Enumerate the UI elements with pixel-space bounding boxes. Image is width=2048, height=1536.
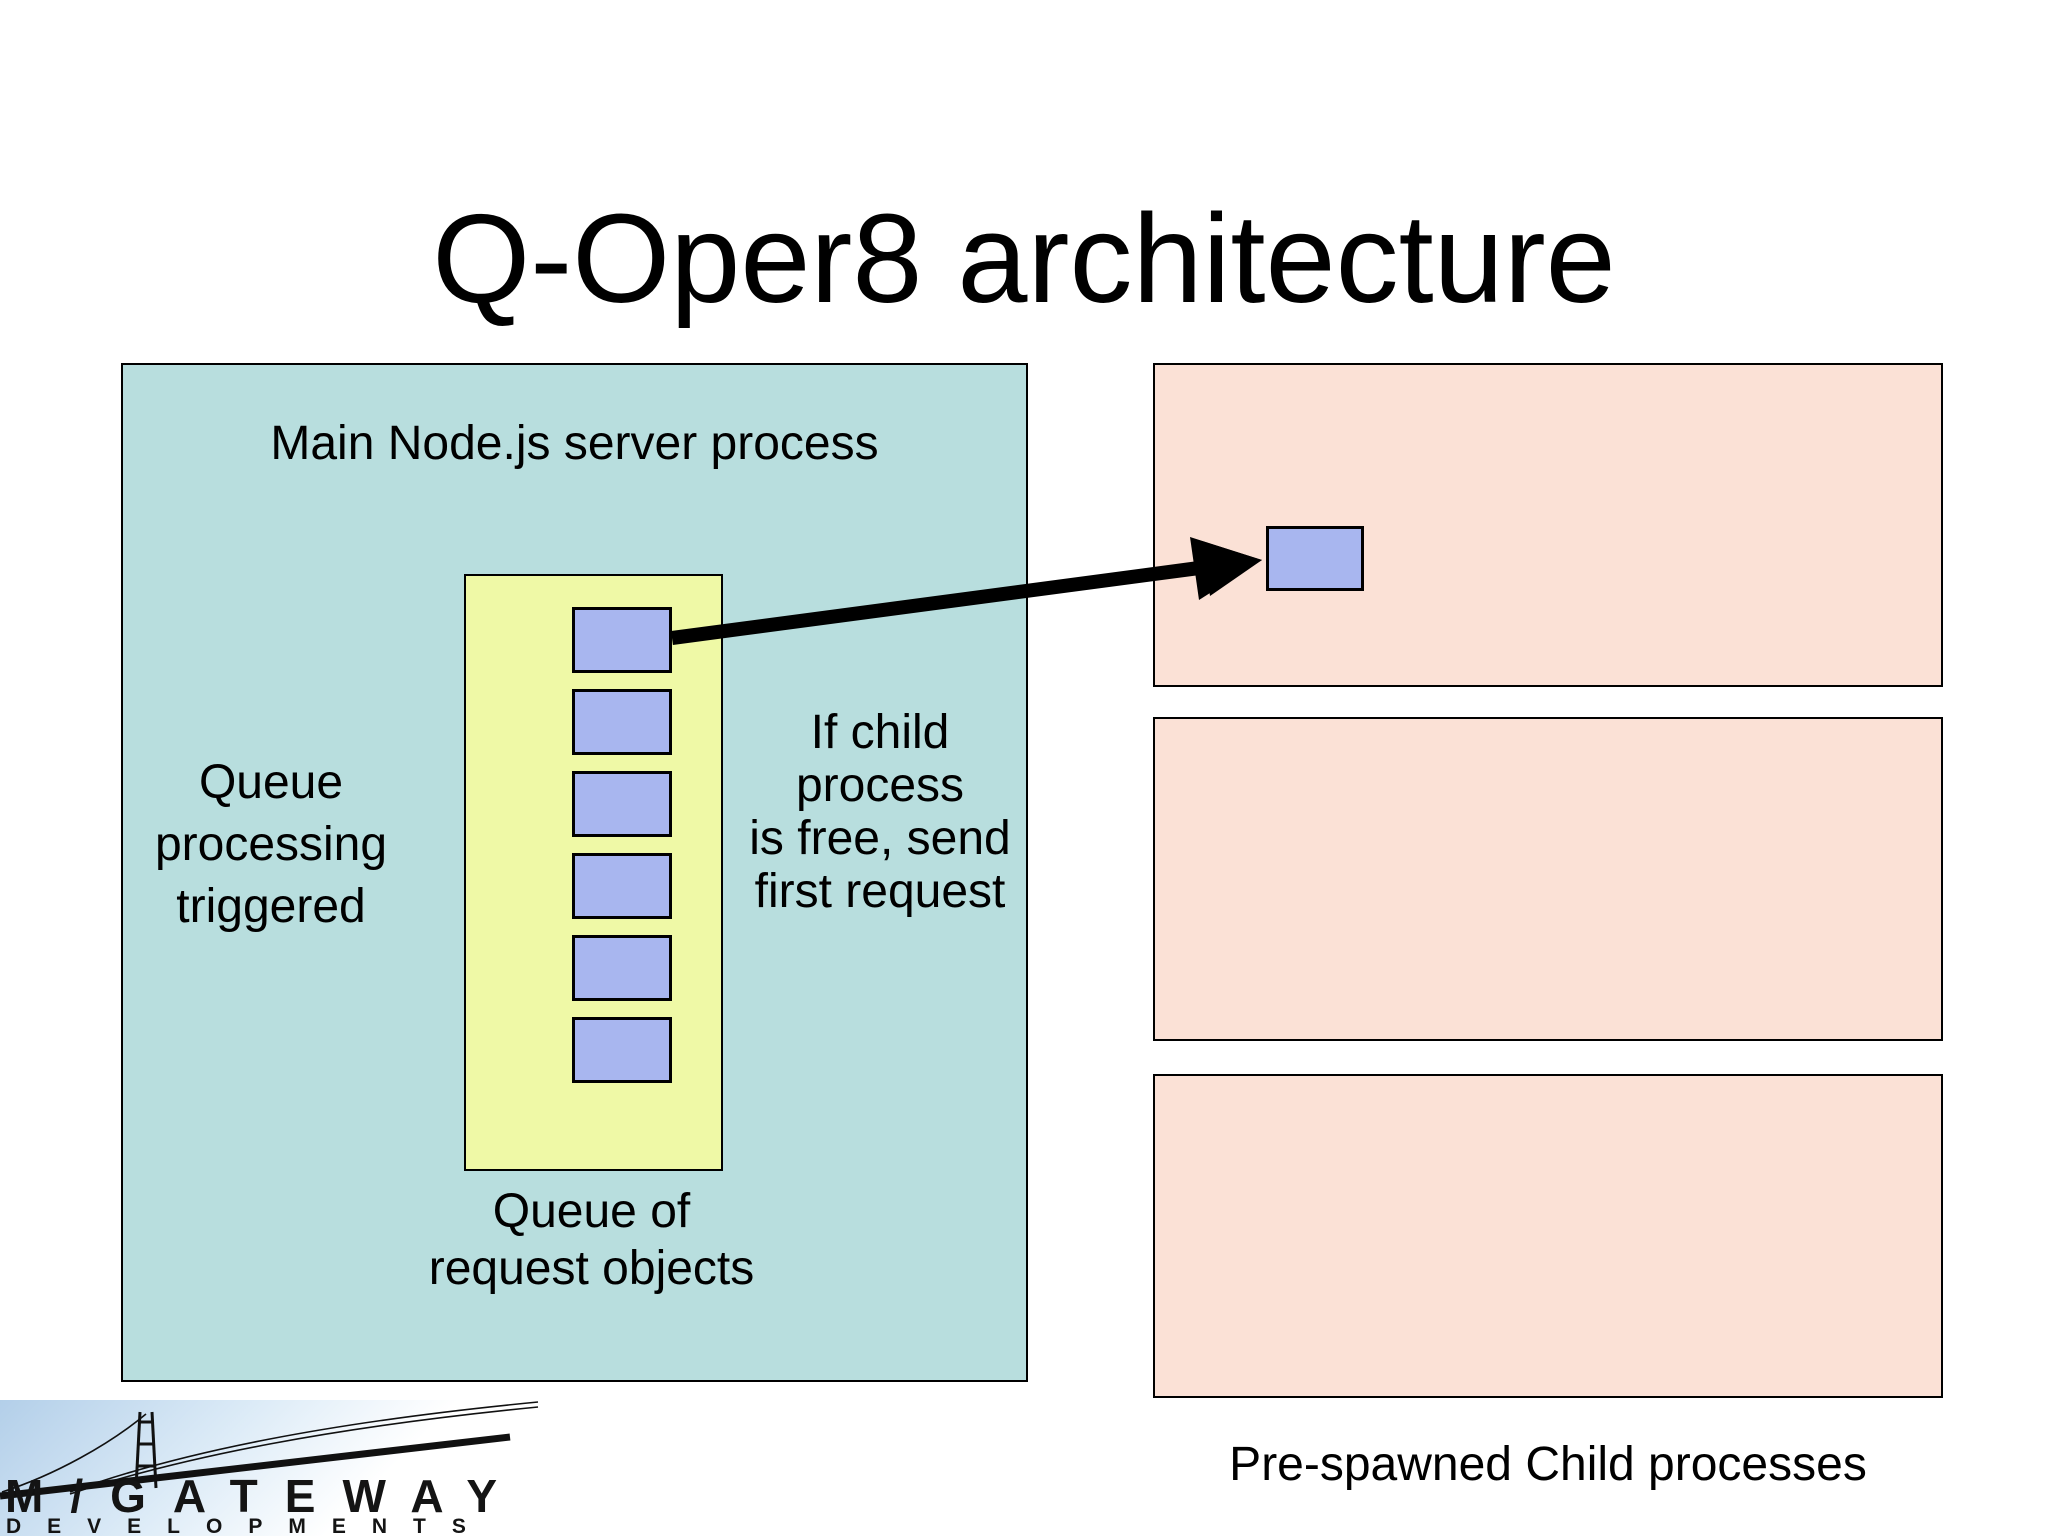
queue-trigger-note: Queue processing triggered [121,752,421,938]
bridge-icon [0,1401,539,1500]
note-line: triggered [176,880,366,933]
note-line: first request [754,865,1006,918]
child-processes-label: Pre-spawned Child processes [1229,1438,1867,1491]
child-process-box-2 [1153,717,1943,1041]
queue-item [572,689,672,755]
child-process-box-3 [1153,1074,1943,1398]
request-queue-label: Queue of request objects [404,1183,779,1297]
slide-title: Q-Oper8 architecture [432,188,1616,330]
logo-line1: M/GATEWAY [5,1470,524,1522]
note-line: is free, send [749,812,1011,865]
request-in-child-box [1266,526,1364,591]
queue-item [572,771,672,837]
note-line: process [795,759,965,812]
logo-line2: DEVELOPMENTS [6,1515,492,1536]
note-line: request objects [428,1242,755,1295]
note-line: Queue of [492,1185,691,1238]
queue-items [572,607,672,1099]
queue-item [572,853,672,919]
mgateway-logo: M/GATEWAY DEVELOPMENTS [0,1400,540,1536]
main-server-process-label: Main Node.js server process [270,417,879,470]
queue-item [572,935,672,1001]
child-process-box-1 [1153,363,1943,687]
queue-item [572,607,672,673]
note-line: If child [810,706,950,759]
dispatch-note: If child process is free, send first req… [732,706,1028,918]
note-line: Queue [198,756,344,809]
queue-item [572,1017,672,1083]
note-line: processing [154,818,388,871]
